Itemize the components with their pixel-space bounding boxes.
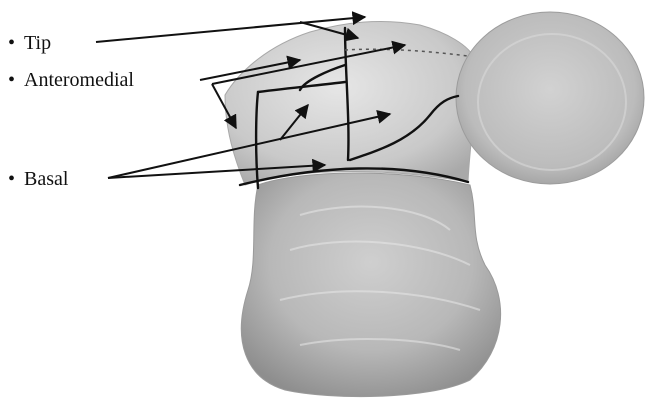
label-basal-text: Basal (24, 168, 68, 190)
disc-specimen (456, 12, 644, 184)
bullet-icon: • (8, 33, 24, 53)
label-anteromedial: •Anteromedial (8, 70, 134, 90)
label-anteromedial-text: Anteromedial (24, 69, 134, 91)
label-tip: •Tip (8, 33, 51, 53)
bullet-icon: • (8, 70, 24, 90)
bullet-icon: • (8, 169, 24, 189)
label-tip-text: Tip (24, 32, 51, 54)
label-basal: •Basal (8, 169, 68, 189)
